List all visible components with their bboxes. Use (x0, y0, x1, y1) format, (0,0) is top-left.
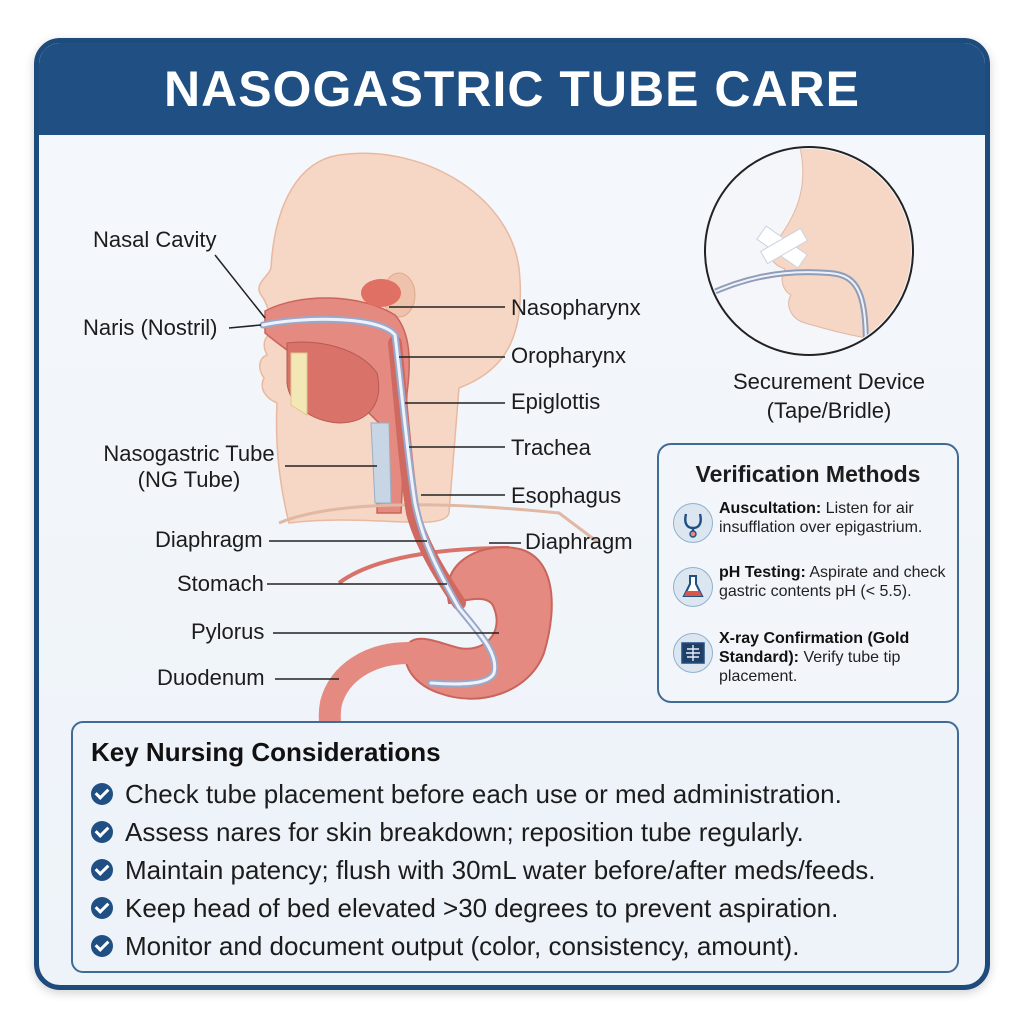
method-auscultation-text: Auscultation: Listen for air insufflatio… (719, 499, 957, 537)
check-circle-icon (91, 783, 113, 805)
right-leader-lines (389, 306, 521, 544)
method-xray-desc: Verify tube tip placement. (719, 649, 901, 685)
palate-bone (290, 352, 308, 416)
left-leader-lines (214, 254, 499, 680)
label-duodenum: Duodenum (157, 665, 265, 690)
check-circle-icon (91, 897, 113, 919)
list-item-text: Monitor and document output (color, cons… (125, 931, 800, 961)
label-stomach: Stomach (177, 571, 264, 596)
label-ng-tube-line1: Nasogastric Tube (103, 441, 275, 466)
label-esophagus: Esophagus (511, 483, 622, 508)
key-considerations-list: Check tube placement before each use or … (91, 775, 876, 965)
check-circle-icon (91, 935, 113, 957)
label-oropharynx: Oropharynx (511, 343, 626, 368)
label-epiglottis: Epiglottis (511, 389, 601, 414)
xray-icon (673, 633, 713, 673)
anatomy-illustration (214, 146, 914, 769)
method-xray-text: X-ray Confirmation (Gold Standard): Veri… (719, 629, 957, 686)
method-auscultation-desc: Listen for air insufflation over epigast… (719, 500, 923, 536)
ng-tube-highlight (261, 317, 497, 686)
securement-caption-line1: Securement Device (733, 369, 925, 394)
label-naris: Naris (Nostril) (83, 315, 218, 340)
securement-inset (704, 146, 914, 356)
key-considerations-heading: Key Nursing Considerations (91, 737, 441, 767)
label-pylorus: Pylorus (191, 619, 265, 644)
label-diaphragm-right: Diaphragm (525, 529, 633, 554)
list-item-text: Assess nares for skin breakdown; reposit… (125, 817, 804, 847)
verification-methods-panel: Verification Methods Auscultation: Liste… (657, 443, 959, 703)
label-ng-tube: Nasogastric Tube (NG Tube) (91, 441, 287, 493)
list-item: Assess nares for skin breakdown; reposit… (91, 813, 876, 851)
method-ph-title: pH Testing: (719, 564, 806, 581)
flask-icon (673, 567, 713, 607)
method-xray-title: X-ray Confirmation (Gold Standard): (719, 630, 910, 666)
label-nasopharynx: Nasopharynx (511, 295, 641, 320)
list-item: Keep head of bed elevated >30 degrees to… (91, 889, 876, 927)
label-diaphragm-left: Diaphragm (155, 527, 263, 552)
list-item: Check tube placement before each use or … (91, 775, 876, 813)
trachea-shape (370, 422, 392, 504)
list-item-text: Check tube placement before each use or … (125, 779, 842, 809)
label-ng-tube-line2: (NG Tube) (137, 467, 241, 492)
method-auscultation-title: Auscultation: (719, 500, 822, 517)
method-xray: X-ray Confirmation (Gold Standard): Veri… (669, 629, 954, 689)
title-banner: NASOGASTRIC TUBE CARE (39, 43, 985, 135)
list-item: Monitor and document output (color, cons… (91, 927, 876, 965)
list-item-text: Keep head of bed elevated >30 degrees to… (125, 893, 839, 923)
key-considerations-panel: Key Nursing Considerations Check tube pl… (71, 721, 959, 973)
method-auscultation: Auscultation: Listen for air insufflatio… (669, 499, 954, 559)
list-item-text: Maintain patency; flush with 30mL water … (125, 855, 876, 885)
securement-caption: Securement Device (Tape/Bridle) (679, 367, 979, 425)
securement-caption-line2: (Tape/Bridle) (766, 398, 892, 423)
verification-heading: Verification Methods (695, 461, 921, 487)
check-circle-icon (91, 821, 113, 843)
method-ph-desc: Aspirate and check gastric contents pH (… (719, 564, 946, 600)
stethoscope-icon (673, 503, 713, 543)
label-nasal-cavity: Nasal Cavity (93, 227, 217, 252)
list-item: Maintain patency; flush with 30mL water … (91, 851, 876, 889)
inset-face (770, 149, 911, 344)
label-trachea: Trachea (511, 435, 591, 460)
nasopharynx-tissue (361, 279, 401, 307)
stomach-shape (404, 546, 553, 700)
page-title: NASOGASTRIC TUBE CARE (163, 61, 861, 117)
check-circle-icon (91, 859, 113, 881)
infographic-card: NASOGASTRIC TUBE CARE (34, 38, 990, 990)
method-ph-testing-text: pH Testing: Aspirate and check gastric c… (719, 563, 957, 601)
method-ph-testing: pH Testing: Aspirate and check gastric c… (669, 563, 954, 623)
